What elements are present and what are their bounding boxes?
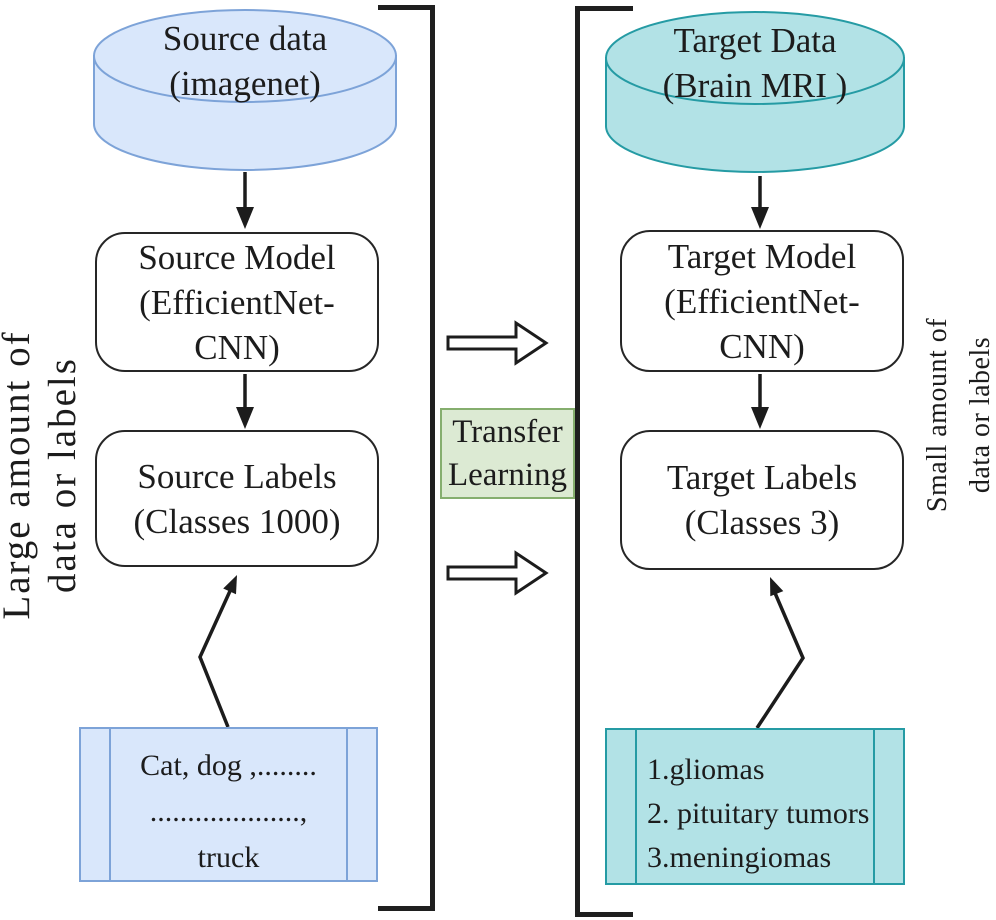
target-model-line-2: (EfficientNet-	[664, 281, 860, 321]
source-model-box: Source Model (EfficientNet- CNN)	[95, 232, 379, 372]
zigzag-arrow-icon	[198, 575, 237, 728]
transfer-line-2: Learning	[447, 456, 568, 493]
target-model-line-1: Target Model	[667, 236, 857, 276]
target-data-label: Target Data (Brain MRI )	[602, 18, 908, 108]
down-arrow-icon	[751, 374, 769, 429]
source-labels-line-1: Source Labels	[137, 456, 337, 496]
down-arrow-icon	[236, 374, 254, 429]
source-examples-box: Cat, dog ,........ ....................,…	[79, 727, 378, 882]
target-labels-line-1: Target Labels	[666, 458, 858, 497]
target-model-box: Target Model (EfficientNet- CNN)	[620, 230, 904, 372]
source-data-cylinder-icon	[93, 9, 397, 171]
box-side-rule	[873, 730, 875, 883]
left-side-note-line-2: data or labels	[41, 357, 84, 593]
target-model-line-3: CNN)	[719, 326, 805, 366]
source-examples-text: Cat, dog ,........ ....................,…	[81, 729, 376, 881]
left-bracket	[378, 5, 435, 911]
target-examples-box: 1.gliomas 2. pituitary tumors 3.meningio…	[605, 728, 905, 885]
target-labels-line-2: (Classes 3)	[684, 503, 840, 542]
source-example-line-3: truck	[197, 841, 260, 874]
source-data-line-1: Source data	[162, 19, 328, 58]
right-bracket	[575, 6, 633, 917]
source-data-line-2: (imagenet)	[169, 64, 321, 103]
target-data-line-2: (Brain MRI )	[662, 66, 848, 105]
source-example-line-2: ....................,	[149, 795, 308, 828]
target-labels-box: Target Labels (Classes 3)	[620, 430, 904, 570]
target-example-line-2: 2. pituitary tumors	[647, 797, 870, 830]
source-example-line-1: Cat, dog ,........	[140, 749, 317, 782]
right-side-note-line-1: Small amount of	[922, 317, 953, 513]
hollow-right-arrow-icon	[446, 550, 549, 596]
zigzag-arrow-icon	[755, 577, 805, 729]
down-arrow-icon	[751, 176, 769, 229]
source-model-line-3: CNN)	[194, 327, 280, 367]
left-side-note-line-1: Large amount of	[0, 330, 38, 620]
right-side-note: Small amount of data or labels	[916, 205, 996, 625]
transfer-learning-box: Transfer Learning	[440, 408, 575, 499]
source-labels-box: Source Labels (Classes 1000)	[95, 430, 379, 567]
target-data-line-1: Target Data	[673, 21, 837, 60]
target-examples-text: 1.gliomas 2. pituitary tumors 3.meningio…	[607, 730, 903, 880]
target-example-line-1: 1.gliomas	[647, 753, 765, 786]
left-side-note: Large amount of data or labels	[0, 265, 86, 685]
box-side-rule	[635, 730, 637, 883]
target-example-line-3: 3.meningiomas	[647, 841, 832, 874]
source-labels-line-2: (Classes 1000)	[133, 501, 341, 541]
box-side-rule	[346, 729, 348, 880]
target-data-cylinder-icon	[605, 11, 905, 173]
transfer-line-1: Transfer	[452, 413, 563, 450]
source-data-label: Source data (imagenet)	[90, 16, 400, 106]
hollow-right-arrow-icon	[446, 320, 549, 366]
box-side-rule	[109, 729, 111, 880]
down-arrow-icon	[236, 172, 254, 229]
right-side-note-line-2: data or labels	[965, 336, 996, 494]
source-model-line-1: Source Model	[138, 237, 336, 277]
source-model-line-2: (EfficientNet-	[139, 282, 335, 322]
